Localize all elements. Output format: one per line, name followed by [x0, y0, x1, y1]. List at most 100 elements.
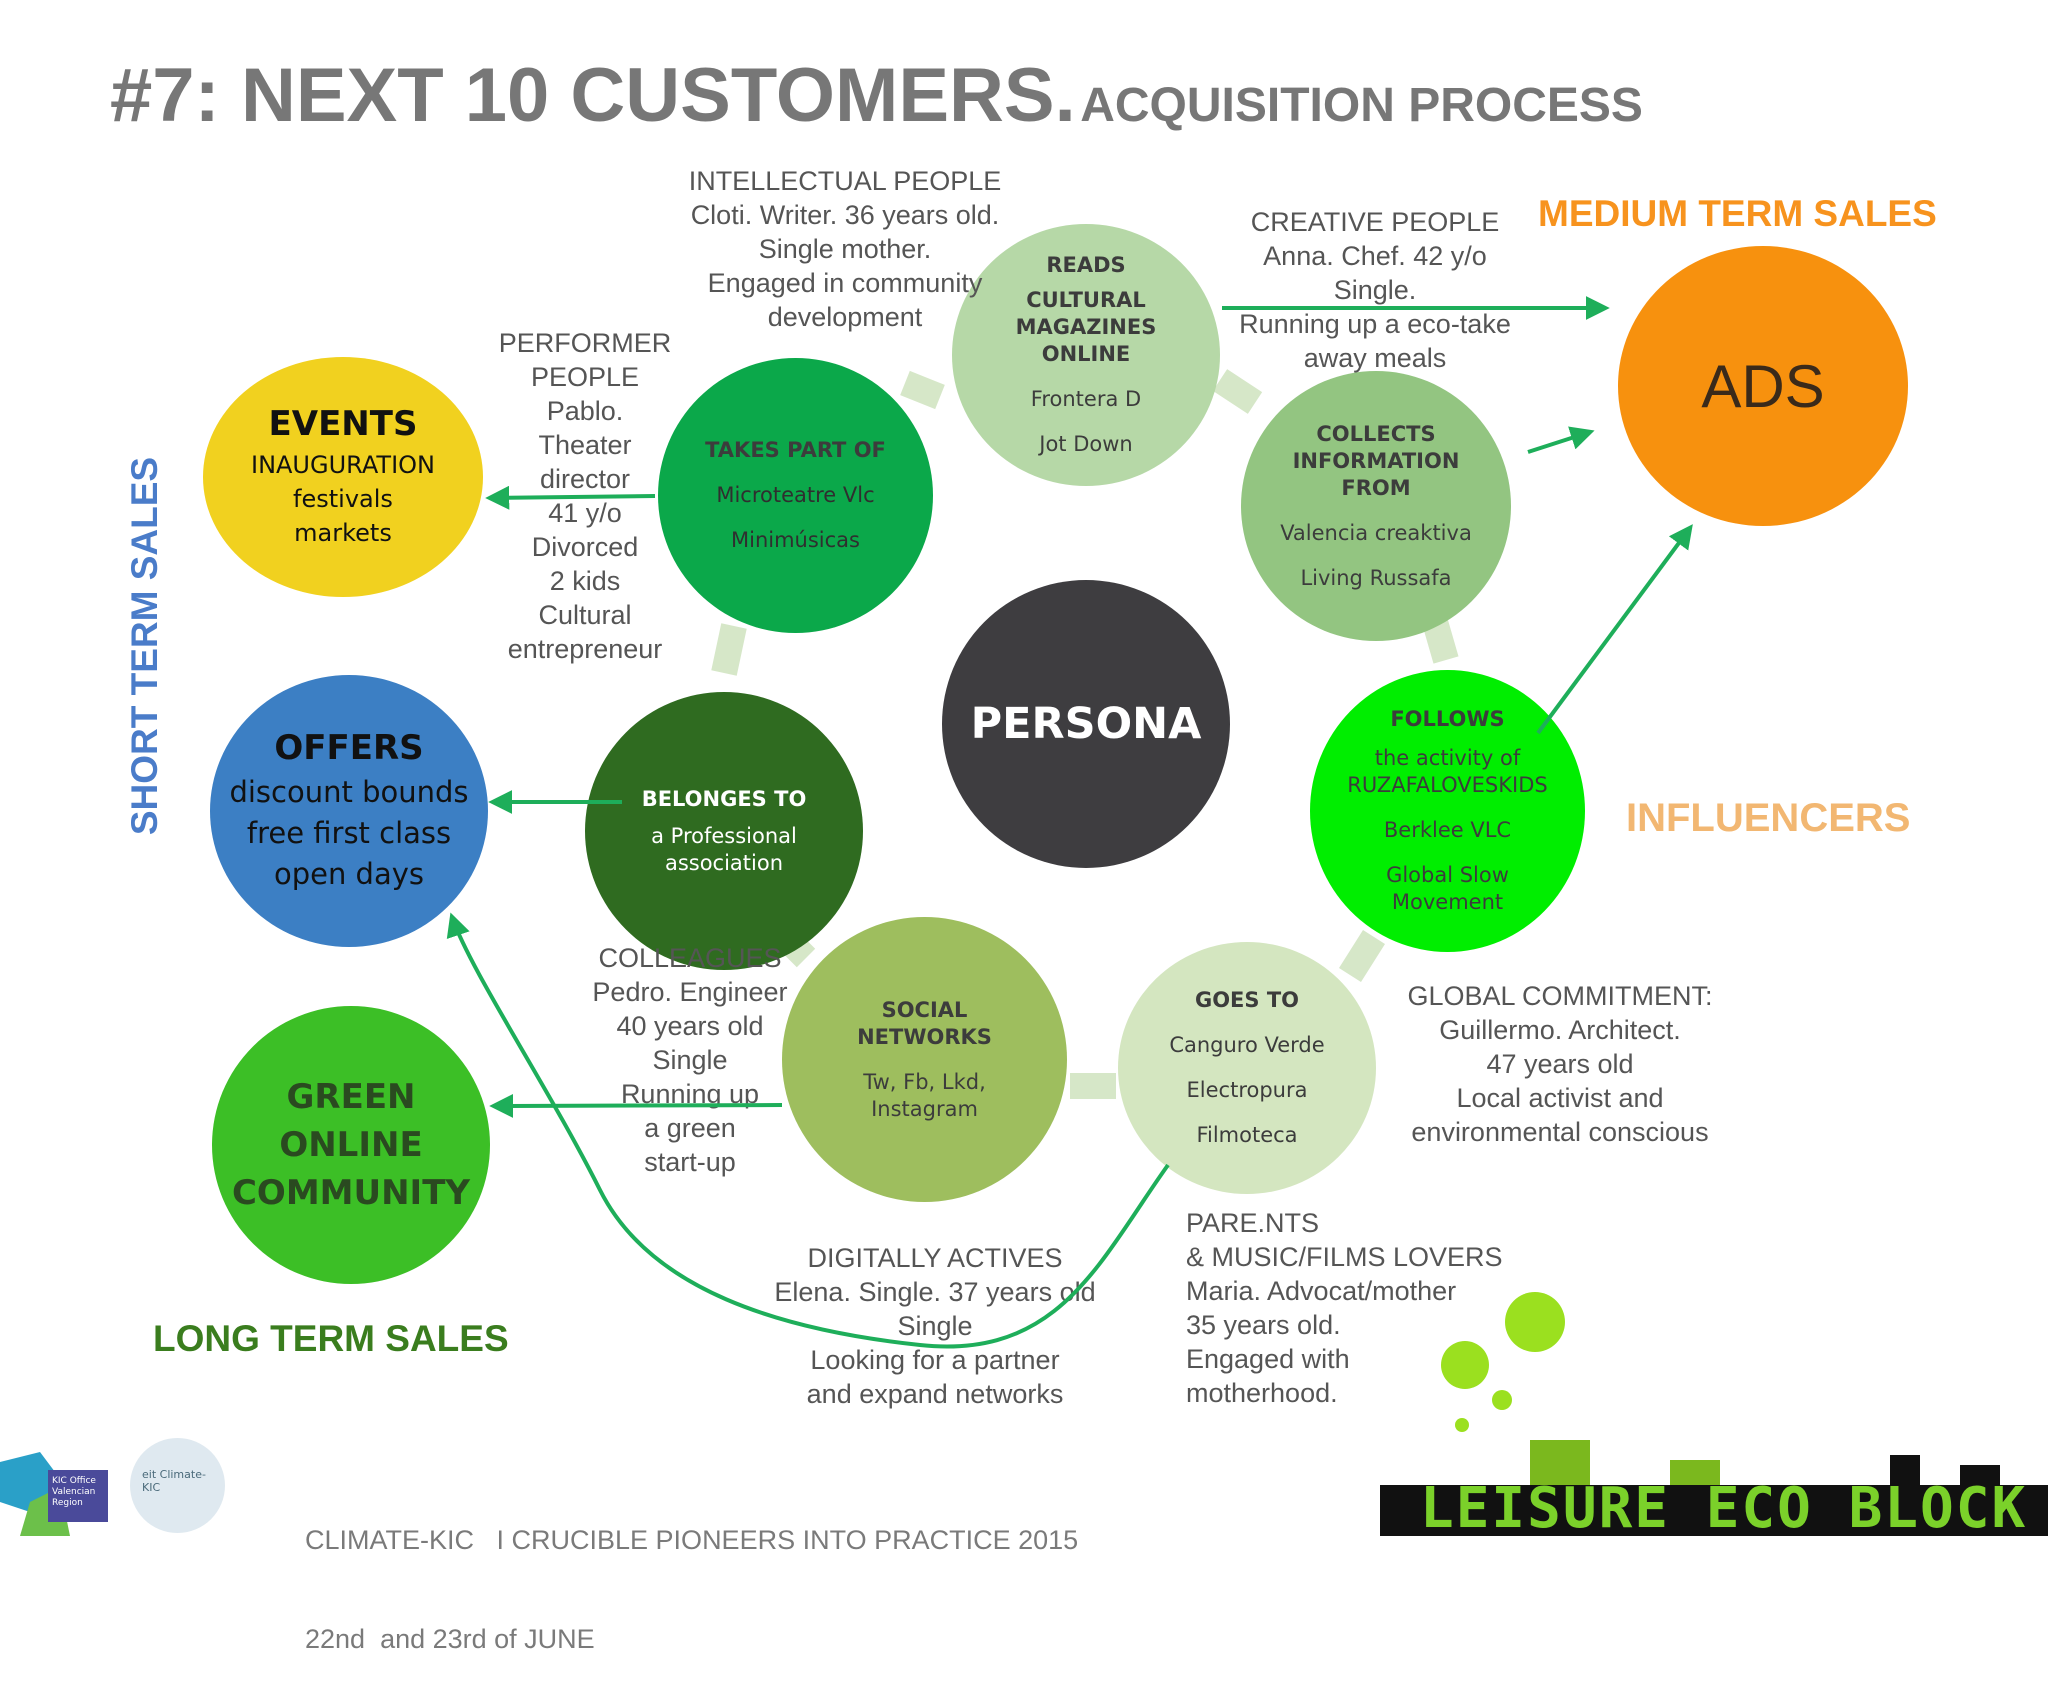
- reads-circle: READS CULTURAL MAGAZINES ONLINE Frontera…: [952, 224, 1220, 486]
- title-main: #7: NEXT 10 CUSTOMERS.: [110, 53, 1076, 138]
- collects-item-2: Living Russafa: [1300, 565, 1452, 590]
- long-term-label: LONG TERM SALES: [153, 1318, 509, 1359]
- performer-line-10: entrepreneur: [507, 634, 663, 664]
- performer-line-7: Divorced: [531, 532, 639, 562]
- events-item-2: festivals: [293, 485, 393, 513]
- arrow-to-events: [485, 485, 656, 510]
- kic-office-logo: KIC Office Valencian Region: [0, 1432, 140, 1536]
- global-line-1: GLOBAL COMMITMENT:: [1407, 981, 1713, 1011]
- events-item-1: INAUGURATION: [250, 451, 436, 479]
- parents-line-1: PARE.NTS: [1186, 1208, 1320, 1238]
- global-line-5: environmental conscious: [1411, 1117, 1709, 1147]
- persona-colleagues: COLLEAGUES Pedro. Engineer 40 years old …: [570, 941, 810, 1179]
- events-item-3: markets: [294, 519, 392, 547]
- digital-line-5: and expand networks: [806, 1379, 1064, 1409]
- performer-line-9: Cultural: [538, 600, 632, 630]
- intellectual-line-1: INTELLECTUAL PEOPLE: [688, 166, 1002, 196]
- connector-reads-collects: [1212, 369, 1263, 414]
- goes-head: GOES TO: [1194, 988, 1300, 1012]
- collects-item-1: Valencia creaktiva: [1280, 520, 1472, 545]
- leisure-eco-block-logo: LEISURE ECO BLOCK: [1380, 1280, 2048, 1541]
- offers-circle: OFFERS discount bounds free first class …: [210, 675, 488, 947]
- intellectual-line-5: development: [767, 302, 923, 332]
- belongs-circle: BELONGES TO a Professional association: [585, 692, 863, 970]
- creative-line-4: Running up a eco-take: [1239, 309, 1511, 339]
- offers-item-2: free first class: [246, 815, 452, 850]
- eit-logo: eit Climate-KIC: [130, 1438, 225, 1533]
- events-circle: EVENTS INAUGURATION festivals markets: [203, 357, 483, 597]
- offers-head: OFFERS: [274, 727, 424, 768]
- follows-item-1: the activity of RUZAFALOVESKIDS: [1347, 746, 1548, 797]
- performer-line-5: director: [539, 464, 631, 494]
- parents-line-2: & MUSIC/FILMS LOVERS: [1186, 1242, 1503, 1272]
- footer-line-1: CLIMATE-KIC I CRUCIBLE PIONEERS INTO PRA…: [305, 1525, 1079, 1555]
- colleagues-line-2: Pedro. Engineer: [592, 977, 788, 1007]
- follows-circle: FOLLOWS the activity of RUZAFALOVESKIDS …: [1310, 670, 1585, 952]
- digital-line-1: DIGITALLY ACTIVES: [807, 1243, 1063, 1273]
- arrow-to-green: [489, 1093, 783, 1118]
- persona-circle: PERSONA: [942, 580, 1230, 868]
- colleagues-line-6: a green: [644, 1113, 736, 1143]
- goes-item-2: Electropura: [1186, 1078, 1308, 1102]
- creative-line-5: away meals: [1303, 343, 1447, 373]
- persona-digital: DIGITALLY ACTIVES Elena. Single. 37 year…: [755, 1241, 1115, 1411]
- offers-item-1: discount bounds: [229, 774, 469, 809]
- connector-takes-belongs: [711, 623, 747, 676]
- title-sub: ACQUISITION PROCESS: [1080, 79, 1643, 132]
- performer-line-4: Theater: [538, 430, 632, 460]
- digital-line-3: Single: [897, 1311, 973, 1341]
- connector-follows-goes: [1339, 930, 1385, 982]
- performer-line-6: 41 y/o: [548, 498, 622, 528]
- follows-item-2: Berklee VLC: [1383, 818, 1512, 842]
- persona-label: PERSONA: [970, 699, 1202, 749]
- goes-item-1: Canguro Verde: [1169, 1033, 1325, 1057]
- reads-item-1: Frontera D: [1030, 387, 1142, 411]
- intellectual-line-2: Cloti. Writer. 36 years old.: [690, 200, 1000, 230]
- takes-part-item-1: Microteatre Vlc: [716, 483, 875, 507]
- goes-circle: GOES TO Canguro Verde Electropura Filmot…: [1118, 942, 1376, 1194]
- parents-line-5: Engaged with: [1186, 1344, 1350, 1374]
- intellectual-line-4: Engaged in community: [707, 268, 983, 298]
- parents-line-4: 35 years old.: [1186, 1310, 1341, 1340]
- persona-intellectual: INTELLECTUAL PEOPLE Cloti. Writer. 36 ye…: [660, 164, 1030, 334]
- creative-line-2: Anna. Chef. 42 y/o: [1263, 241, 1487, 271]
- digital-line-4: Looking for a partner: [810, 1345, 1060, 1375]
- follows-item-3: Global Slow Movement: [1386, 863, 1509, 914]
- intellectual-line-3: Single mother.: [758, 234, 932, 264]
- colleagues-line-4: Single: [652, 1045, 728, 1075]
- takes-part-item-2: Minimúsicas: [731, 528, 860, 552]
- arrows-layer: [446, 296, 1693, 1349]
- creative-line-1: CREATIVE PEOPLE: [1250, 207, 1500, 237]
- social-circle: SOCIAL NETWORKS Tw, Fb, Lkd, Instagram: [782, 917, 1067, 1202]
- social-head: SOCIAL NETWORKS: [857, 997, 992, 1049]
- colleagues-line-3: 40 years old: [616, 1011, 764, 1041]
- offers-item-3: open days: [273, 856, 425, 891]
- footer-text: CLIMATE-KIC I CRUCIBLE PIONEERS INTO PRA…: [305, 1458, 1078, 1689]
- ads-head: ADS: [1701, 352, 1825, 420]
- goes-item-3: Filmoteca: [1196, 1123, 1298, 1147]
- creative-line-3: Single.: [1333, 275, 1417, 305]
- global-line-3: 47 years old: [1486, 1049, 1634, 1079]
- belongs-head: BELONGES TO: [641, 786, 807, 811]
- medium-term-label: MEDIUM TERM SALES: [1538, 193, 1937, 234]
- global-line-2: Guillermo. Architect.: [1439, 1015, 1681, 1045]
- arrow-collects-to-ads: [1527, 426, 1595, 454]
- collects-circle: COLLECTS INFORMATION FROM Valencia creak…: [1241, 371, 1511, 641]
- reads-item-2: Jot Down: [1039, 432, 1133, 456]
- leisure-eco-block-text: LEISURE ECO BLOCK: [1420, 1476, 2028, 1541]
- persona-creative: CREATIVE PEOPLE Anna. Chef. 42 y/o Singl…: [1210, 205, 1540, 375]
- kic-office-text: KIC Office Valencian Region: [52, 1476, 96, 1508]
- belongs-item-1: a Professional association: [651, 823, 797, 875]
- performer-line-8: 2 kids: [549, 566, 621, 596]
- ads-circle: ADS: [1618, 246, 1908, 526]
- influencers-label: INFLUENCERS: [1626, 796, 1911, 840]
- colleagues-line-1: COLLEAGUES: [598, 943, 782, 973]
- performer-line-1: PERFORMER: [498, 328, 672, 358]
- global-line-4: Local activist and: [1456, 1083, 1664, 1113]
- reads-head: READS: [1046, 253, 1126, 277]
- connector-reads-takes: [900, 370, 945, 410]
- parents-line-6: motherhood.: [1186, 1378, 1338, 1408]
- page-title: #7: NEXT 10 CUSTOMERS. ACQUISITION PROCE…: [110, 52, 1643, 139]
- arrow-follows-to-ads: [1536, 524, 1693, 735]
- green-community-head: GREEN ONLINE COMMUNITY: [231, 1077, 471, 1213]
